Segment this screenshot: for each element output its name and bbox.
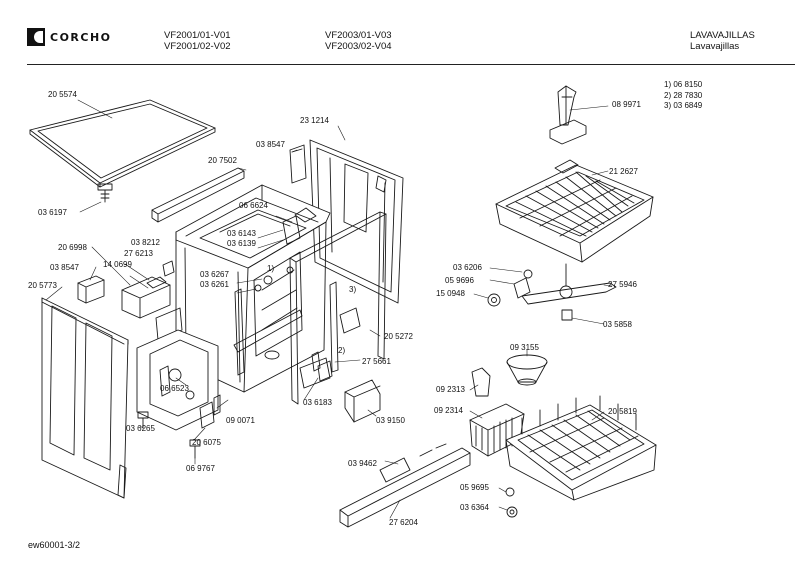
part-label: 03 6139 xyxy=(227,239,256,248)
spray-arm-part xyxy=(522,264,616,320)
part-label: 20 6998 xyxy=(58,243,87,252)
clip-part xyxy=(290,145,306,183)
part-label: 21 2627 xyxy=(609,167,638,176)
part-label: 03 8547 xyxy=(256,140,285,149)
brand-name: CORCHO xyxy=(50,30,112,44)
footnote: 3) 03 6849 xyxy=(664,101,703,110)
leader-lines xyxy=(46,100,612,518)
footnote-ref: 1) xyxy=(267,264,275,273)
filter-cup-part xyxy=(550,86,586,144)
footnote-ref: 2) xyxy=(338,346,346,355)
model-list-2: VF2003/01-V03 VF2003/02-V04 xyxy=(325,30,392,52)
bracket-part xyxy=(318,361,380,422)
part-label: 03 6206 xyxy=(453,263,482,272)
category-subtitle: Lavavajillas xyxy=(690,41,740,52)
side-panel-left-part xyxy=(42,298,128,498)
model-code: VF2003/01-V03 xyxy=(325,30,392,41)
part-label: 05 9696 xyxy=(445,276,474,285)
screw-part xyxy=(98,184,112,202)
cup-part xyxy=(507,355,547,385)
header-divider xyxy=(27,64,795,65)
part-label: 03 6364 xyxy=(460,503,489,512)
footnotes: 1) 06 8150 2) 28 7830 3) 03 6849 xyxy=(664,80,702,112)
part-label: 20 5574 xyxy=(48,90,77,99)
footnote: 2) 28 7830 xyxy=(664,90,703,100)
brand-logo: CORCHO xyxy=(27,28,112,46)
model-code: VF2001/01-V01 xyxy=(164,30,231,41)
kick-plate-part xyxy=(340,444,470,527)
appliance-category: LAVAVAJILLAS Lavavajillas xyxy=(690,30,755,52)
category-title: LAVAVAJILLAS xyxy=(690,30,755,41)
part-label: 09 3155 xyxy=(510,343,539,352)
part-label: 20 5773 xyxy=(28,281,57,290)
part-label: 06 9767 xyxy=(186,464,215,473)
part-label: 27 5661 xyxy=(362,357,391,366)
part-label: 03 9150 xyxy=(376,416,405,425)
footnote-ref: 3) xyxy=(349,285,357,294)
part-label: 06 6624 xyxy=(239,201,268,210)
top-rail-part xyxy=(152,168,244,222)
brand-mark-icon xyxy=(27,28,45,46)
part-label: 03 6261 xyxy=(200,280,229,289)
part-label: 20 7502 xyxy=(208,156,237,165)
footnote: 1) 06 8150 xyxy=(664,80,703,89)
part-label: 03 6267 xyxy=(200,270,229,279)
part-label: 09 0071 xyxy=(226,416,255,425)
part-label: 06 6523 xyxy=(160,384,189,393)
part-label: 03 6183 xyxy=(303,398,332,407)
part-label: 03 9462 xyxy=(348,459,377,468)
part-label: 23 1214 xyxy=(300,116,329,125)
wheel-part xyxy=(506,488,517,517)
part-label: 20 5819 xyxy=(608,407,637,416)
worktop-part xyxy=(30,100,215,187)
part-label: 20 5272 xyxy=(384,332,413,341)
part-label: 03 5858 xyxy=(603,320,632,329)
part-label: 03 6143 xyxy=(227,229,256,238)
part-label: 20 6075 xyxy=(192,438,221,447)
model-list-1: VF2001/01-V01 VF2001/02-V02 xyxy=(164,30,231,52)
part-label: 27 6204 xyxy=(389,518,418,527)
part-label: 03 6197 xyxy=(38,208,67,217)
control-plate-part xyxy=(137,330,220,430)
part-label: 09 2313 xyxy=(436,385,465,394)
part-label: 03 6265 xyxy=(126,424,155,433)
part-label: 08 9971 xyxy=(612,100,641,109)
part-label: 05 9695 xyxy=(460,483,489,492)
part-label: 15 0948 xyxy=(436,289,465,298)
drawing-reference: ew60001-3/2 xyxy=(28,540,81,550)
model-code: VF2003/02-V04 xyxy=(325,41,392,52)
upper-basket-part xyxy=(496,160,653,262)
part-label: 03 8547 xyxy=(50,263,79,272)
small-parts xyxy=(488,270,532,306)
part-label: 14 0699 xyxy=(103,260,132,269)
model-code: VF2001/02-V02 xyxy=(164,41,231,52)
part-label: 09 2314 xyxy=(434,406,463,415)
lower-basket-part xyxy=(506,396,656,500)
left-front-strip-part xyxy=(235,289,244,375)
left-components xyxy=(78,261,182,340)
screw-part xyxy=(138,412,200,458)
part-label: 27 6213 xyxy=(124,249,153,258)
part-label: 03 8212 xyxy=(131,238,160,247)
part-label: 27 5946 xyxy=(608,280,637,289)
